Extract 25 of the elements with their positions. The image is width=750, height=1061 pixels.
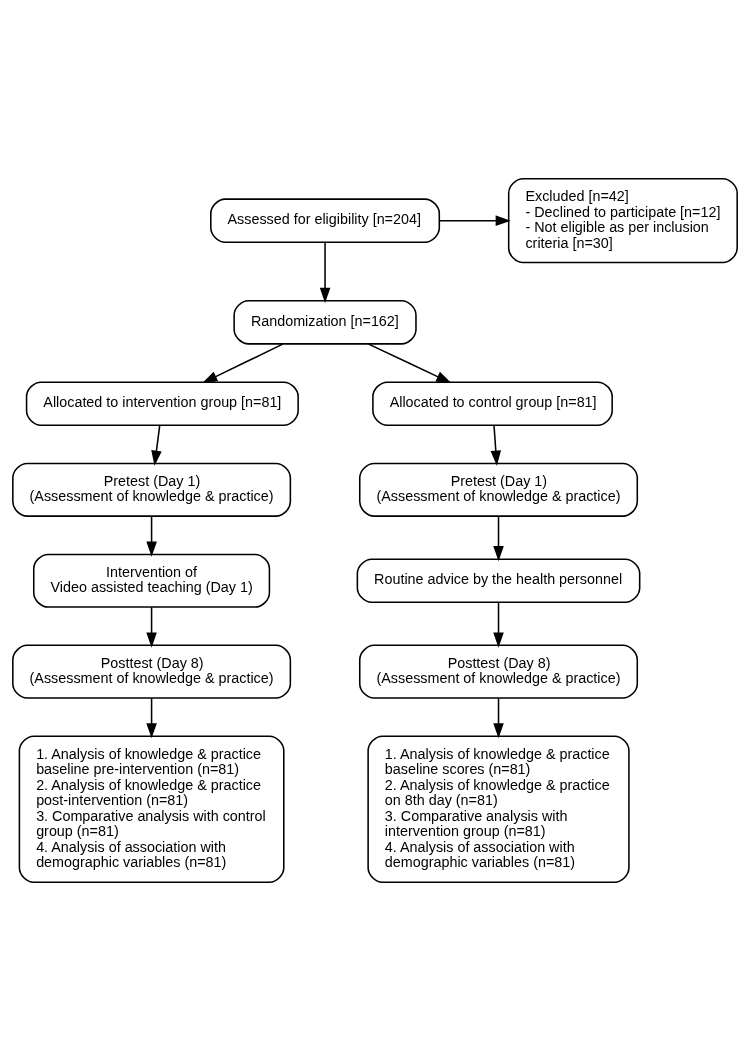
arrow (438, 215, 511, 226)
node-box: Allocated to control group [n=81] (372, 381, 613, 426)
node-box: Posttest (Day 8) (Assessment of knowledge & practice) (12, 644, 292, 699)
node-box: Posttest (Day 8) (Assessment of knowledge & practice) (358, 644, 639, 699)
arrow (146, 606, 157, 648)
node-box: 1. Analysis of knowledge & practice baseline scores (n=81) 2. Analysis of knowledge & practice on 8th day (n=81) 3. Comparative analysis with intervention group (n=81) 4. Analysis of association with demographic variables (n=81) (367, 735, 630, 883)
arrow (202, 343, 284, 384)
arrow (490, 424, 502, 466)
node-box: Intervention of Video assisted teaching (Day 1) (32, 553, 271, 608)
arrow (493, 515, 504, 562)
node-box: Pretest (Day 1) (Assessment of knowledge & practice) (358, 462, 639, 517)
arrow (367, 343, 452, 384)
arrow (493, 697, 504, 739)
node-box: Pretest (Day 1) (Assessment of knowledge & practice) (12, 462, 292, 517)
node-box: Allocated to intervention group [n=81] (25, 381, 299, 426)
arrow (493, 601, 504, 648)
node-box: Assessed for eligibility [n=204] (210, 198, 441, 243)
arrow (319, 241, 331, 303)
arrow (146, 515, 157, 557)
node-box: 1. Analysis of knowledge & practice baseline pre-intervention (n=81) 2. Analysis of knowledge & practice post-intervention (n=81) 3. Comparative analysis with control group (n=81) 4. Analysis of association with demographic variables (n=81) (18, 735, 285, 883)
arrow (151, 424, 162, 466)
arrow (146, 697, 157, 739)
node-box: Randomization [n=162] (233, 300, 417, 345)
node-box: Excluded [n=42] - Declined to participate [n=12] - Not eligible as per inclusion criteria [n=30] (507, 178, 738, 264)
node-box: Routine advice by the health personnel (356, 558, 641, 604)
